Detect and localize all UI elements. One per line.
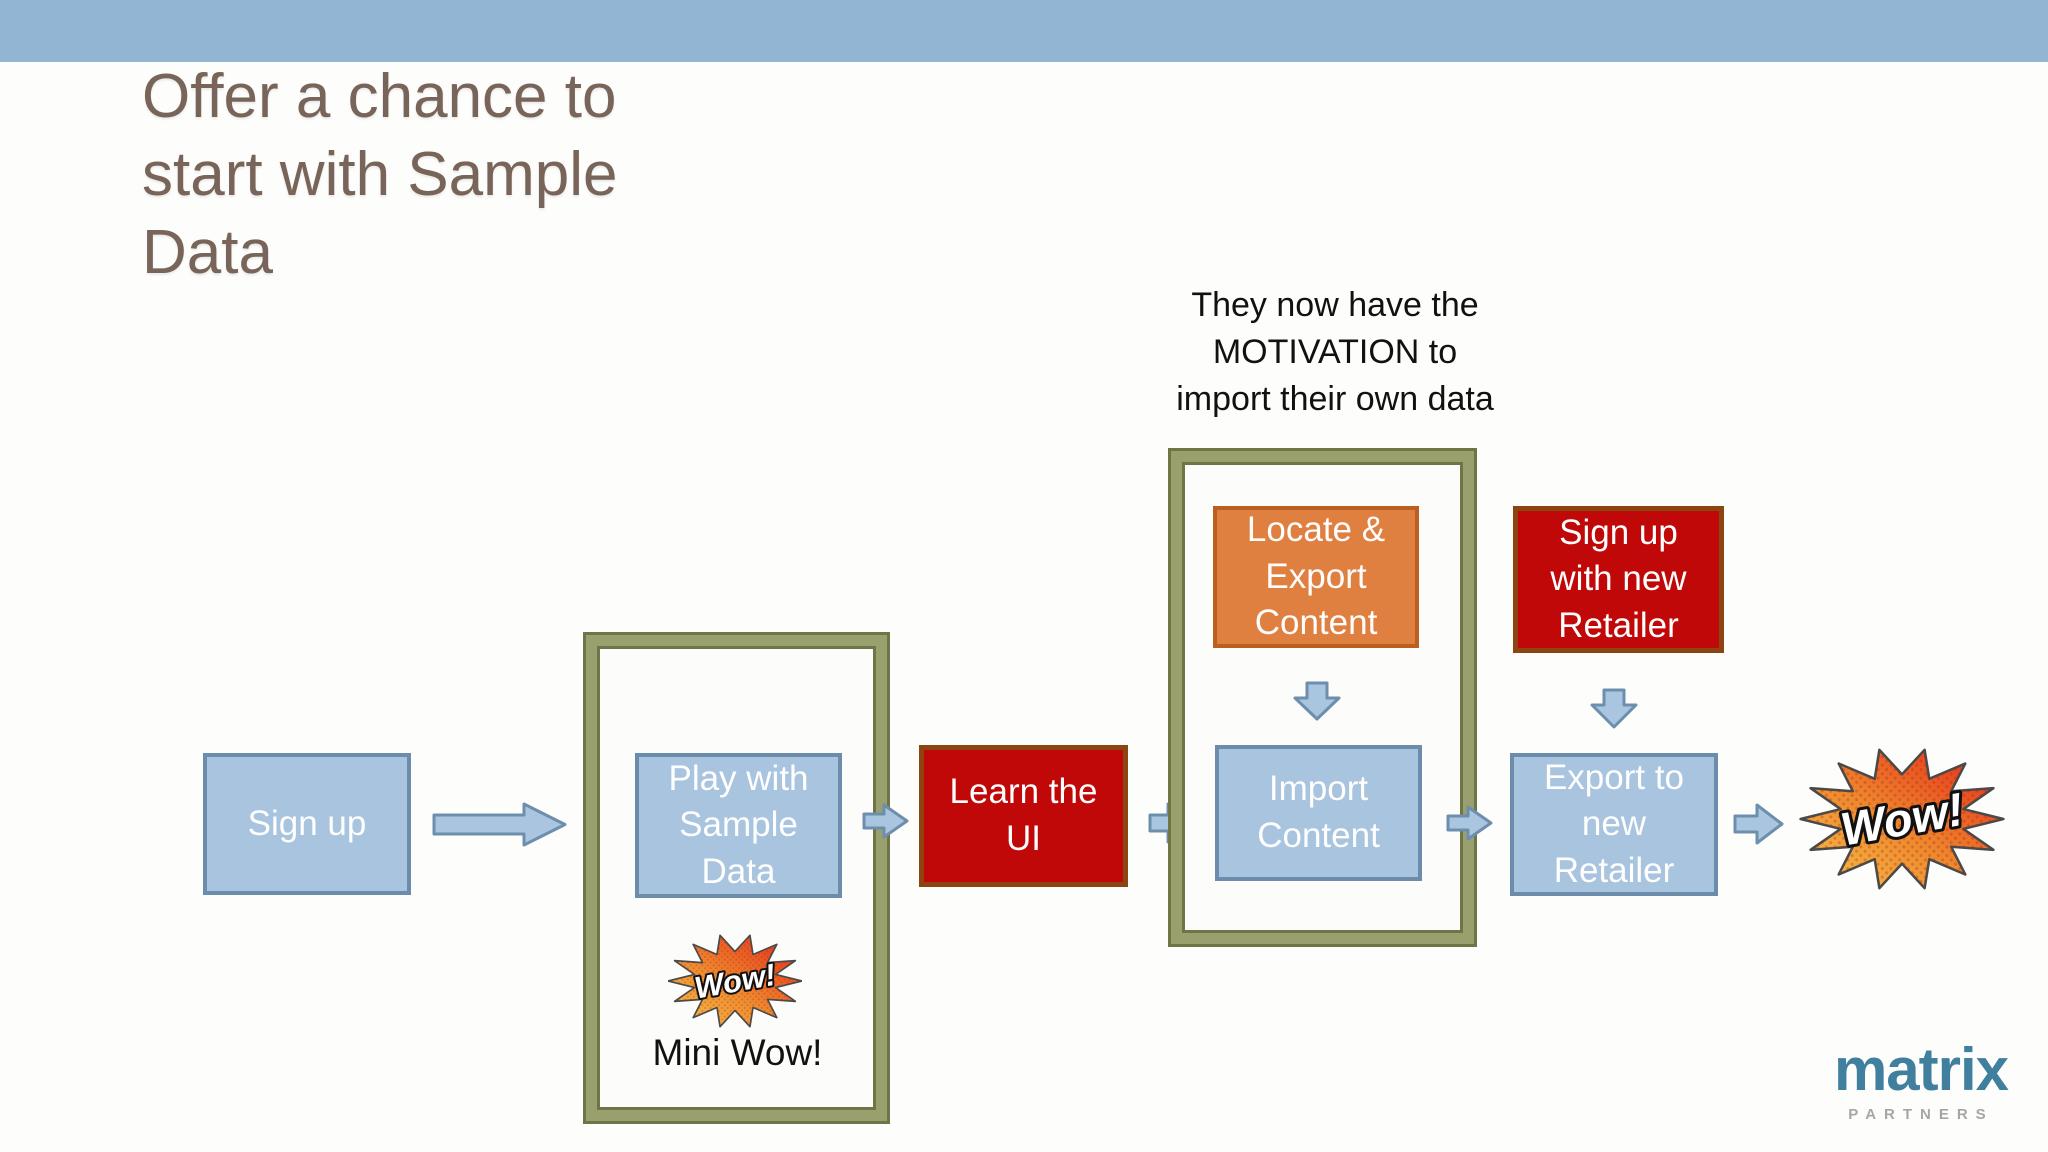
right-arrow-icon bbox=[1446, 805, 1493, 841]
matrix-partners-logo: matrix PARTNERS bbox=[1828, 1036, 2014, 1124]
logo-wordmark: matrix bbox=[1833, 1036, 2009, 1103]
down-arrow-icon bbox=[1293, 681, 1341, 721]
flow-node-label: Learn the UI bbox=[949, 772, 1098, 858]
slide-title: Offer a chance to start with Sample Data bbox=[142, 62, 618, 288]
wow-burst-icon: Wow! bbox=[1799, 748, 2005, 890]
flow-node-signup-new-retailer: Sign up with new Retailer bbox=[1513, 506, 1724, 653]
down-arrow-icon bbox=[1590, 688, 1638, 729]
flow-node-label: Import Content bbox=[1257, 769, 1380, 855]
mini-wow-caption: Mini Wow! bbox=[652, 1032, 823, 1073]
flow-node-play-sample-data: Play with Sample Data bbox=[635, 753, 842, 898]
flow-node-import-content: Import Content bbox=[1215, 745, 1422, 881]
right-arrow-icon bbox=[862, 803, 909, 839]
flow-node-locate-export-content: Locate & Export Content bbox=[1213, 506, 1419, 648]
flow-node-learn-ui: Learn the UI bbox=[919, 745, 1128, 887]
logo-tagline: PARTNERS bbox=[1848, 1106, 1994, 1123]
flow-node-label: Play with Sample Data bbox=[668, 758, 809, 891]
flow-node-label: Export to new Retailer bbox=[1543, 757, 1685, 890]
top-accent-bar bbox=[0, 0, 2048, 62]
right-arrow-icon bbox=[1733, 803, 1784, 845]
flow-node-export-new-retailer: Export to new Retailer bbox=[1510, 753, 1718, 896]
mini-wow-burst-icon: Wow! bbox=[668, 934, 802, 1028]
flow-node-label: Sign up with new Retailer bbox=[1550, 512, 1687, 645]
flow-node-sign-up: Sign up bbox=[203, 753, 411, 895]
flow-node-label: Sign up bbox=[247, 803, 367, 843]
flow-node-label: Locate & Export Content bbox=[1246, 510, 1386, 643]
motivation-note: They now have the MOTIVATION to import t… bbox=[1176, 286, 1494, 418]
right-arrow-icon bbox=[432, 802, 567, 847]
